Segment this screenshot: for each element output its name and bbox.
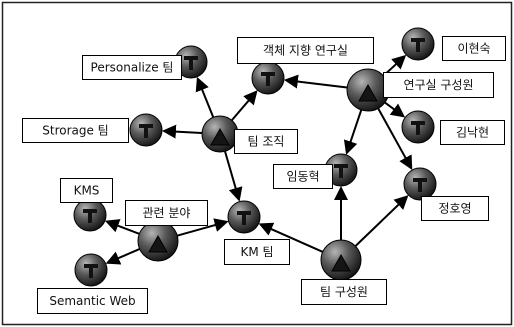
class-glyph-icon: [148, 234, 168, 253]
node-obj[interactable]: [251, 61, 285, 95]
edge-mem-to-km: [258, 222, 325, 254]
node-sem[interactable]: [74, 253, 108, 287]
label-km: KM 팀: [224, 239, 290, 265]
node-jhy[interactable]: [403, 167, 437, 201]
label-text: KM 팀: [240, 245, 273, 259]
edge-lab-to-idh: [343, 107, 363, 155]
edge-team-to-pers: [195, 76, 215, 120]
label-box: [442, 36, 506, 61]
label-text: 팀 조직: [248, 135, 285, 149]
label-box: [224, 239, 290, 265]
label-box: [301, 279, 387, 305]
instance-glyph-icon: [411, 121, 425, 135]
label-box: [37, 288, 148, 314]
instance-glyph-icon: [139, 124, 153, 138]
instance-glyph-icon: [261, 72, 275, 86]
edge-team-to-obj: [229, 90, 258, 123]
node-kms[interactable]: [73, 198, 107, 232]
label-jhy: 정호영: [421, 196, 489, 221]
label-kjh: 김낙현: [440, 120, 505, 145]
label-box: [234, 129, 298, 154]
label-text: 임동혁: [286, 170, 319, 184]
instance-glyph-icon: [237, 211, 251, 225]
label-obj: 객체 지향 연구실: [237, 37, 374, 64]
edge-team-to-stor: [161, 124, 205, 139]
label-text: 관련 분야: [143, 206, 191, 220]
label-stor: Strorage 팀: [22, 118, 129, 143]
edge-lab-to-obj: [283, 74, 350, 89]
edge-team-to-km: [223, 149, 243, 202]
label-text: Personalize 팀: [91, 61, 174, 75]
label-lab: 연구실 구성원: [383, 72, 494, 98]
label-text: Semantic Web: [49, 294, 135, 308]
node-team[interactable]: [201, 115, 239, 153]
node-lab[interactable]: [346, 68, 390, 112]
edge-rel-to-kms: [104, 219, 142, 236]
instance-glyph-icon: [184, 56, 198, 70]
label-text: Strorage 팀: [42, 124, 108, 138]
node-km[interactable]: [227, 200, 261, 234]
edge-lab-to-kjh: [382, 100, 406, 118]
edge-rel-to-sem: [105, 247, 142, 265]
label-box: [421, 196, 489, 221]
label-rel: 관련 분야: [125, 200, 208, 226]
label-lhs: 이현숙: [442, 36, 506, 61]
label-box: [273, 164, 333, 189]
label-text: 연구실 구성원: [403, 78, 473, 92]
label-pers: Personalize 팀: [82, 55, 182, 80]
instance-glyph-icon: [334, 164, 348, 178]
label-sem: Semantic Web: [37, 288, 148, 314]
label-kms: KMS: [60, 178, 113, 203]
label-box: [82, 55, 182, 80]
label-box: [125, 200, 208, 226]
label-box: [383, 72, 494, 98]
label-text: 김낙현: [456, 126, 489, 140]
label-text: 이현숙: [457, 42, 490, 56]
instance-glyph-icon: [411, 38, 425, 52]
node-stor[interactable]: [129, 113, 163, 147]
class-glyph-icon: [210, 127, 230, 146]
instance-glyph-icon: [413, 178, 427, 192]
edges: [104, 54, 413, 265]
node-lhs[interactable]: [401, 27, 435, 61]
label-team: 팀 조직: [234, 129, 298, 154]
label-text: 팀 구성원: [320, 285, 368, 299]
edge-mem-to-jhy: [353, 195, 409, 249]
class-glyph-icon: [358, 83, 378, 102]
edge-lab-to-jhy: [376, 106, 413, 170]
label-box: [22, 118, 129, 143]
label-text: 정호영: [438, 202, 471, 216]
node-rel[interactable]: [137, 220, 179, 262]
instance-glyph-icon: [84, 264, 98, 278]
label-box: [60, 178, 113, 203]
instance-glyph-icon: [83, 209, 97, 223]
node-mem[interactable]: [320, 239, 362, 281]
label-mem: 팀 구성원: [301, 279, 387, 305]
class-glyph-icon: [331, 253, 351, 272]
label-box: [237, 37, 374, 64]
node-kjh[interactable]: [401, 110, 435, 144]
label-text: KMS: [74, 184, 100, 198]
label-idh: 임동혁: [273, 164, 333, 189]
label-text: 객체 지향 연구실: [263, 44, 348, 58]
edge-rel-to-km: [175, 218, 229, 238]
node-pers[interactable]: [174, 45, 208, 79]
label-box: [440, 120, 505, 145]
